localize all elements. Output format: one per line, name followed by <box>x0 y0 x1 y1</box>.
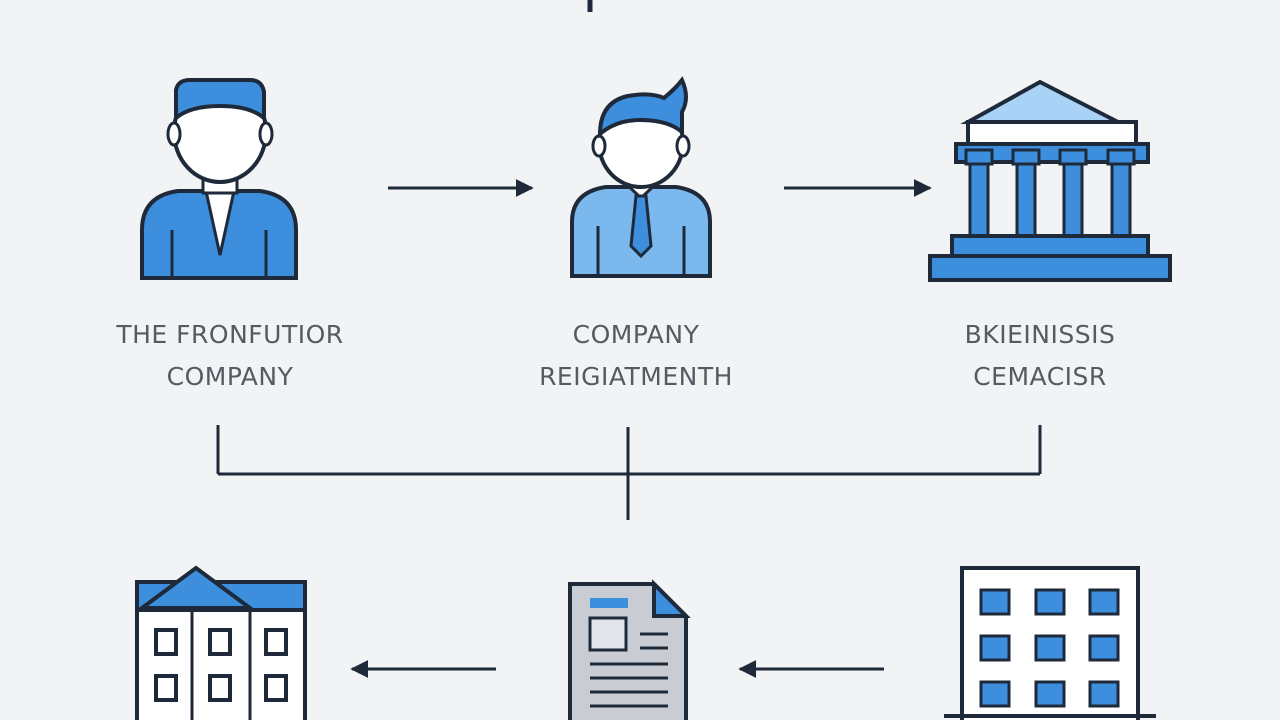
office-building-icon <box>135 565 307 720</box>
tower-building-icon <box>944 566 1156 720</box>
label-line: CEMACISR <box>973 362 1107 391</box>
label-line: REIGIATMENTH <box>539 362 733 391</box>
connector-tree <box>216 425 1042 520</box>
label-line: COMPANY <box>166 362 294 391</box>
label-line: COMPANY <box>572 320 700 349</box>
node-label-person-b: COMPANY REIGIATMENTH <box>486 314 786 398</box>
node-label-institution: BKIEINISSIS CEMACISR <box>890 314 1190 398</box>
person-with-tie-icon <box>570 76 712 278</box>
person-icon <box>140 78 298 280</box>
bank-building-icon <box>928 79 1172 282</box>
node-label-person-a: THE FRONFUTIOR COMPANY <box>80 314 380 398</box>
label-line: THE FRONFUTIOR <box>116 320 344 349</box>
label-line: BKIEINISSIS <box>964 320 1116 349</box>
document-icon <box>568 579 691 720</box>
